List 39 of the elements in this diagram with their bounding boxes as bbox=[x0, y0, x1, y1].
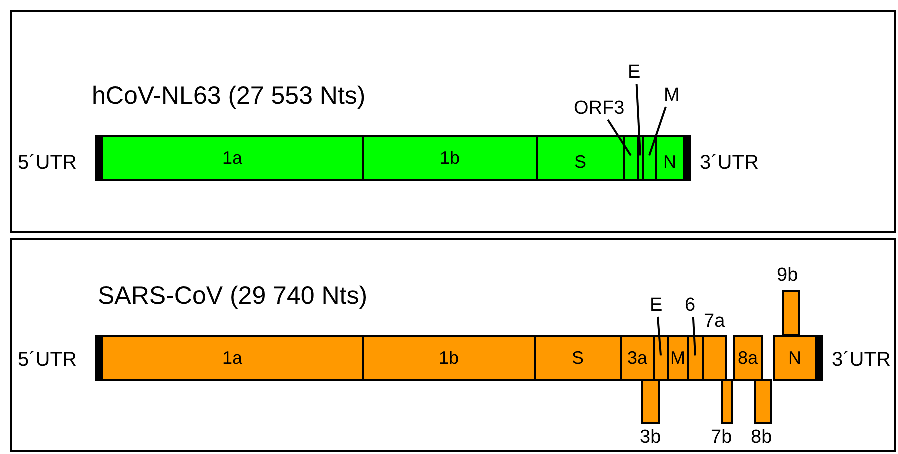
gene-segment: 1a bbox=[101, 135, 364, 181]
gene-segment: N bbox=[655, 135, 685, 181]
gene-segment: 1b bbox=[362, 335, 536, 381]
gene-segment bbox=[782, 290, 800, 336]
leader-line bbox=[648, 106, 667, 156]
leader-line bbox=[657, 316, 662, 356]
gene-segment: 3a bbox=[620, 335, 655, 381]
gene-label: 7b bbox=[711, 427, 732, 449]
leader-line bbox=[692, 316, 696, 356]
gene-segment bbox=[702, 335, 727, 381]
gene-segment: 8a bbox=[733, 335, 763, 381]
gene-label: 7a bbox=[704, 311, 726, 333]
genome-title: SARS-CoV (29 740 Nts) bbox=[98, 282, 368, 311]
gene-label: M bbox=[664, 85, 680, 107]
utr-label: 5´UTR bbox=[18, 151, 77, 175]
leader-line bbox=[636, 84, 642, 156]
gene-label: 3b bbox=[640, 427, 662, 449]
gene-segment: M bbox=[667, 335, 689, 381]
gene-label: E bbox=[628, 62, 641, 84]
gene-segment: S bbox=[536, 135, 625, 181]
gene-segment: S bbox=[534, 335, 622, 381]
gene-label: 6 bbox=[685, 295, 696, 317]
utr-label: 3´UTR bbox=[700, 151, 759, 175]
utr-label: 3´UTR bbox=[832, 348, 891, 372]
genome-panel bbox=[10, 10, 896, 233]
gene-segment: 1b bbox=[362, 135, 538, 181]
gene-label: ORF3 bbox=[574, 98, 625, 120]
gene-segment: N bbox=[773, 335, 817, 381]
gene-segment bbox=[754, 379, 772, 424]
genome-panel bbox=[10, 238, 896, 452]
gene-label: E bbox=[650, 295, 663, 317]
gene-segment bbox=[721, 379, 733, 424]
leader-line bbox=[607, 119, 632, 156]
gene-segment bbox=[641, 379, 660, 424]
gene-label: 9b bbox=[777, 265, 798, 287]
utr-label: 5´UTR bbox=[18, 348, 77, 372]
gene-segment: 1a bbox=[101, 335, 364, 381]
genome-title: hCoV-NL63 (27 553 Nts) bbox=[92, 82, 366, 111]
gene-label: 8b bbox=[751, 427, 772, 449]
